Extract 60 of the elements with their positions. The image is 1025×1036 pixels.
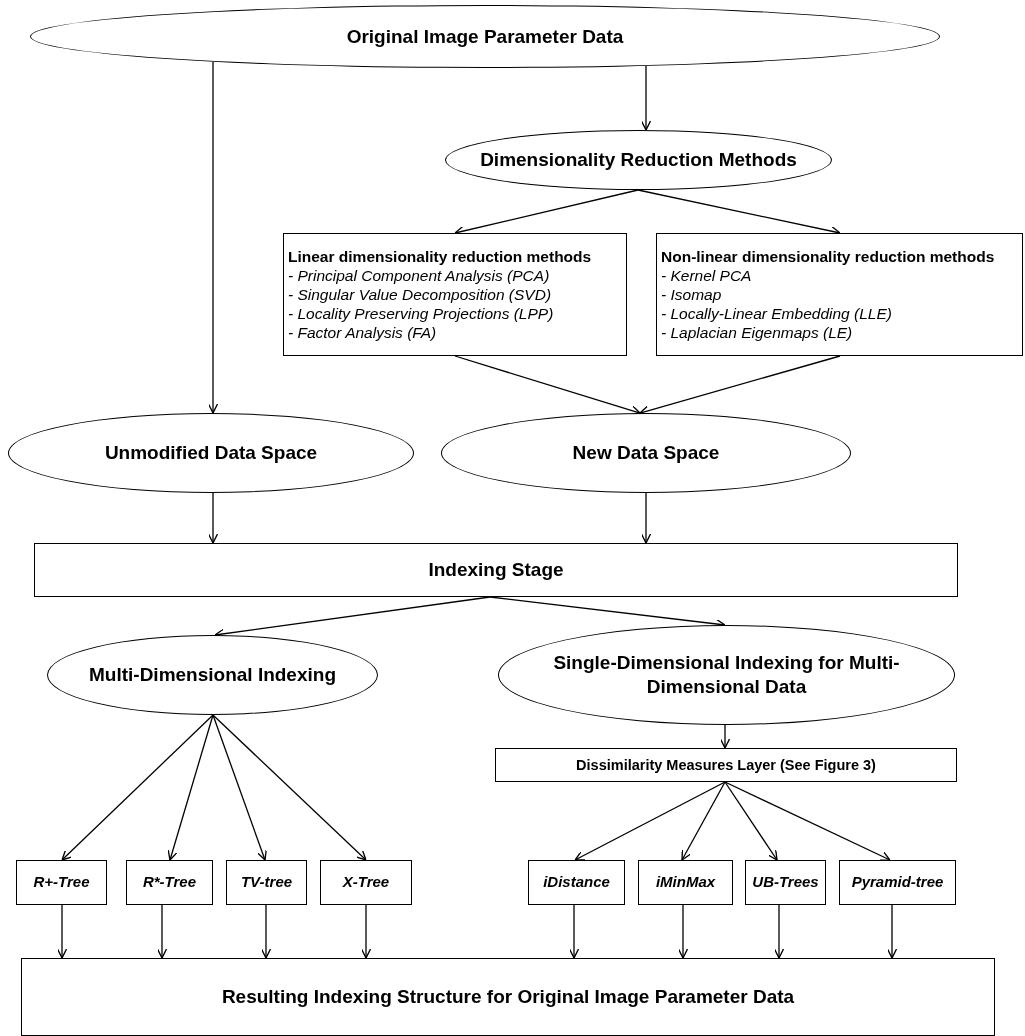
arrow (212, 714, 267, 861)
arrow (260, 904, 272, 959)
arrow (568, 904, 580, 959)
node-label: Pyramid-tree (851, 873, 944, 892)
arrow (724, 781, 891, 861)
arrow (61, 714, 214, 861)
node-label: Dissimilarity Measures Layer (See Figure 3) (576, 755, 876, 775)
node-label: Single-Dimensional Indexing for Multi-Dimensional Data (552, 651, 901, 699)
arrow (207, 492, 219, 544)
method-item: - Locality Preserving Projections (LPP) (288, 304, 554, 324)
box-heading: Non-linear dimensionality reduction methods (661, 246, 995, 267)
arrow (56, 904, 68, 959)
process-box (320, 860, 412, 905)
process-box (495, 748, 957, 782)
process-box (839, 860, 956, 905)
arrow (167, 714, 214, 861)
process-box (126, 860, 213, 905)
method-item: - Singular Value Decomposition (SVD) (288, 285, 552, 305)
node-label: UB-Trees (752, 873, 819, 892)
arrow (207, 61, 219, 414)
node-label: Original Image Parameter Data (346, 24, 624, 49)
node-label: iDistance (543, 873, 610, 892)
method-item: - Locally-Linear Embedding (LLE) (661, 304, 892, 324)
arrow (681, 781, 726, 861)
process-box (21, 958, 995, 1036)
node-label: Indexing Stage (428, 558, 564, 582)
node-label: New Data Space (572, 441, 720, 465)
node-label: Multi-Dimensional Indexing (89, 663, 336, 687)
node-label: iMinMax (655, 873, 716, 892)
process-box (226, 860, 307, 905)
arrow (360, 904, 372, 959)
method-item: - Isomap (661, 285, 722, 305)
arrow (773, 904, 785, 959)
arrow (574, 781, 726, 861)
node-label: X-Tree (342, 873, 390, 892)
process-box (34, 543, 958, 597)
node-label: Dimensionality Reduction Methods (480, 148, 797, 172)
process-box (656, 233, 1023, 356)
process-box (283, 233, 627, 356)
arrow (724, 781, 778, 861)
box-heading: Linear dimensionality reduction methods (288, 246, 592, 267)
method-item: - Kernel PCA (661, 266, 752, 286)
arrow (212, 714, 367, 861)
method-item: - Principal Component Analysis (PCA) (288, 266, 550, 286)
arrow (156, 904, 168, 959)
method-item: - Factor Analysis (FA) (288, 323, 437, 343)
arrow (677, 904, 689, 959)
process-box (638, 860, 733, 905)
method-item: - Laplacian Eigenmaps (LE) (661, 323, 853, 343)
process-box (528, 860, 625, 905)
node-label: R+-Tree (33, 873, 90, 892)
process-box (745, 860, 826, 905)
node-label: R*-Tree (142, 873, 197, 892)
arrow (886, 904, 898, 959)
process-box (16, 860, 107, 905)
arrow (640, 492, 652, 544)
node-label: Resulting Indexing Structure for Original Image Parameter Data (221, 985, 795, 1009)
arrow (719, 724, 731, 749)
node-label: Unmodified Data Space (104, 441, 318, 465)
node-label: TV-tree (240, 873, 293, 892)
